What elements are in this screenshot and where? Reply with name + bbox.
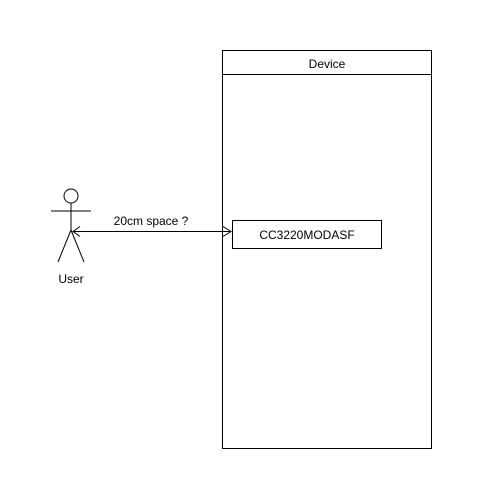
actor-head: [63, 188, 79, 204]
arrowhead-left-icon: [72, 226, 81, 237]
arrowhead-right-icon: [222, 226, 232, 237]
actor-label: User: [58, 272, 83, 286]
device-container[interactable]: Device: [222, 50, 432, 449]
device-title: Device: [309, 57, 346, 71]
user-actor[interactable]: User: [51, 188, 91, 286]
module-box[interactable]: CC3220MODASF: [232, 220, 382, 249]
module-label: CC3220MODASF: [259, 228, 354, 242]
actor-icon: [51, 188, 91, 263]
connector-label: 20cm space ?: [114, 214, 189, 228]
actor-right-leg: [70, 229, 85, 263]
module-frame: [232, 220, 382, 249]
device-frame: [222, 50, 432, 449]
connector-arrow[interactable]: 20cm space ?: [72, 214, 232, 237]
actor-left-leg: [57, 229, 72, 263]
